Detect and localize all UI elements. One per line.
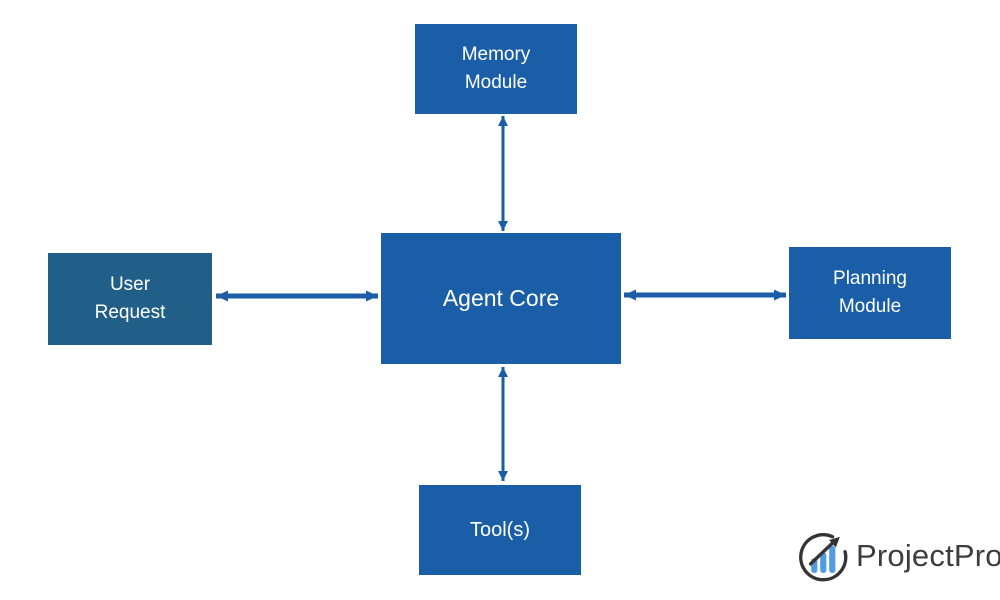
node-user-request: User Request [48,253,212,345]
node-planning-module: Planning Module [789,247,951,339]
node-label-line: Request [94,302,166,323]
node-memory-module: Memory Module [415,24,577,114]
node-label-line: Agent Core [442,285,560,312]
bar-chart-growth-icon [799,533,848,582]
logo-text: ProjectPro [856,538,1000,573]
node-label-line: Module [838,296,902,317]
node-label-line: User [109,273,151,295]
node-label-line: Tool(s) [469,519,530,541]
node-label-line: Memory [461,43,531,65]
node-agent-core: Agent Core [381,233,621,364]
node-label-line: Planning [833,267,907,289]
node-tools: Tool(s) [419,485,581,575]
projectpro-logo: ProjectPro [796,528,1000,584]
node-label-line: Module [464,72,528,93]
